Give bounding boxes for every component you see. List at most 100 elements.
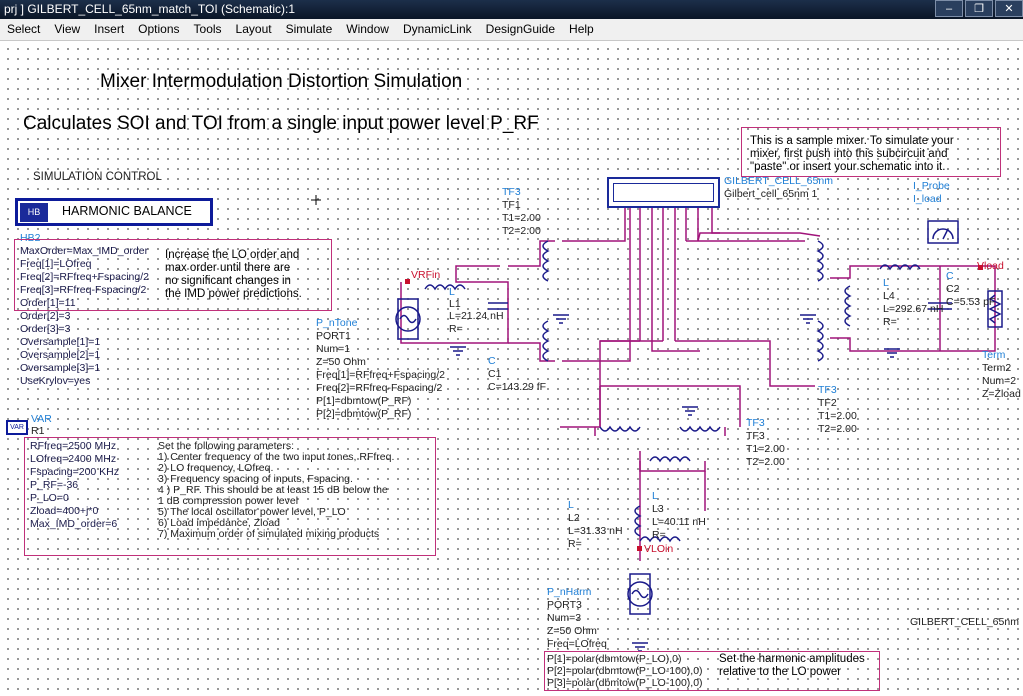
hb-param[interactable]: Oversample[3]=1 (20, 362, 101, 374)
port3-param[interactable]: Z=50 Ohm (547, 625, 597, 637)
l4-param[interactable]: L=292.67 nH (883, 303, 944, 315)
schematic-wiring (311, 195, 1003, 652)
hb-param[interactable]: Oversample[2]=1 (20, 349, 101, 361)
l1-param[interactable]: R= (449, 323, 463, 335)
hb-param[interactable]: Freq[3]=RFfreq-Fspacing/2 (20, 284, 147, 296)
l4-param[interactable]: R= (883, 316, 897, 328)
gilbert-cell-subcircuit[interactable] (607, 177, 720, 208)
schematic-canvas[interactable]: Mixer Intermodulation Distortion Simulat… (0, 41, 1023, 696)
menu-window[interactable]: Window (346, 22, 389, 36)
menu-view[interactable]: View (54, 22, 81, 36)
c1-param[interactable]: C=143.29 fF (488, 381, 547, 393)
close-button[interactable]: ✕ (995, 0, 1023, 17)
var-note: Set the following parameters: (158, 440, 294, 452)
minimize-button[interactable]: – (935, 0, 963, 17)
tf1-param[interactable]: T2=2.00 (502, 225, 541, 237)
c2-type: C (946, 270, 954, 282)
port1-param[interactable]: Freq[1]=RFfreq+Fspacing/2 (316, 369, 445, 381)
window-title: prj ] GILBERT_CELL_65nm_match_TOI (Schem… (4, 2, 296, 16)
var-param[interactable]: Fspacing=200 KHz (30, 466, 120, 478)
tf1-name: TF1 (502, 199, 521, 211)
port1-param[interactable]: Freq[2]=RFfreq-Fspacing/2 (316, 382, 443, 394)
port1-param[interactable]: Z=50 Ohm (316, 356, 366, 368)
hb-param[interactable]: MaxOrder=Max_IMD_order (20, 245, 149, 257)
hb-param[interactable]: Order[2]=3 (20, 310, 71, 322)
port3-param[interactable]: Num=3 (547, 612, 582, 624)
l1-param[interactable]: L=21.24 nH (449, 310, 504, 322)
tf3-param[interactable]: T1=2.00 (746, 443, 785, 455)
probe-name: I_load (913, 193, 942, 205)
hb-note: Increase the LO order and (165, 249, 300, 261)
port1-param[interactable]: P[1]=dbmtow(P_RF) (316, 395, 412, 407)
l3-type: L (652, 490, 658, 502)
window-title-bar[interactable]: prj ] GILBERT_CELL_65nm_match_TOI (Schem… (0, 0, 1023, 19)
tf1-param[interactable]: T1=2.00 (502, 212, 541, 224)
hb-note: no significant changes in (165, 275, 291, 287)
c2-param[interactable]: C=5.53 pF (946, 296, 996, 308)
harm-param[interactable]: P[1]=polar(dbmtow(P_LO),0) (547, 653, 682, 665)
tf2-param[interactable]: T2=2.00 (818, 423, 857, 435)
hb-param[interactable]: Freq[1]=LOfreq (20, 258, 92, 270)
port1-param[interactable]: P[2]=dbmtow(P_RF) (316, 408, 412, 420)
port3-param[interactable]: Freq=LOfreq (547, 638, 607, 650)
hb-param[interactable]: Order[3]=3 (20, 323, 71, 335)
mixer-type: GILBERT_CELL_65nm (724, 175, 833, 187)
var-note: 1) Center frequency of the two input ton… (158, 451, 395, 463)
vload-label: Vload (977, 260, 1004, 272)
hb-note: max order until there are (165, 262, 291, 274)
tf2-param[interactable]: T1=2.00 (818, 410, 857, 422)
menu-simulate[interactable]: Simulate (285, 22, 333, 36)
port1-param[interactable]: Num=1 (316, 343, 351, 355)
var-param[interactable]: P_RF=-36 (30, 479, 79, 491)
menu-dynamiclink[interactable]: DynamicLink (402, 22, 472, 36)
harm-note: Set the harmonic amplitudes (719, 653, 865, 665)
var-type: VAR (31, 413, 52, 425)
hb-param[interactable]: UseKrylov=yes (20, 375, 91, 387)
var-param[interactable]: RFfreq=2500 MHz (30, 440, 117, 452)
mixer-instance-name: Gilbert_cell_65nm 1 (724, 188, 818, 200)
l1-type: L (449, 286, 455, 298)
vrfin-label: VRFin (411, 269, 441, 281)
l4-name: L4 (883, 290, 895, 302)
menu-layout[interactable]: Layout (235, 22, 272, 36)
sample-note: mixer, first push into this subcircuit a… (750, 148, 948, 160)
l3-param[interactable]: R= (652, 529, 666, 541)
var-note: 7) Maximum order of simulated mixing pro… (158, 528, 380, 540)
port3-name: PORT3 (547, 599, 582, 611)
hb-param[interactable]: Oversample[1]=1 (20, 336, 101, 348)
menu-options[interactable]: Options (138, 22, 180, 36)
var-param[interactable]: LOfreq=2400 MHz (30, 453, 117, 465)
l4-type: L (883, 277, 889, 289)
tf3-param[interactable]: T2=2.00 (746, 456, 785, 468)
maximize-button[interactable]: ❐ (965, 0, 993, 17)
hb-note: the IMD power predictions. (165, 288, 302, 300)
menu-designguide[interactable]: DesignGuide (485, 22, 556, 36)
port3-type: P_nHarm (547, 586, 592, 598)
term2-name: Term2 (982, 362, 1012, 374)
tf2-type: TF3 (818, 384, 837, 396)
var-param[interactable]: P_LO=0 (30, 492, 69, 504)
l2-param[interactable]: L=31.33 nH (568, 525, 623, 537)
hb-param[interactable]: Freq[2]=RFfreq+Fspacing/2 (20, 271, 149, 283)
menu-select[interactable]: Select (7, 22, 41, 36)
harm-note: relative to the LO power (719, 666, 842, 678)
l2-param[interactable]: R= (568, 538, 582, 550)
var-note-box (24, 437, 436, 556)
menu-help[interactable]: Help (569, 22, 594, 36)
l1-name: L1 (449, 298, 461, 310)
tf3-type: TF3 (746, 417, 765, 429)
menu-bar: Select View Insert Options Tools Layout … (0, 19, 1023, 41)
harmonic-balance-controller[interactable]: HB HARMONIC BALANCE (15, 198, 213, 226)
menu-tools[interactable]: Tools (193, 22, 222, 36)
term2-param[interactable]: Num=2 (982, 375, 1017, 387)
hb-param[interactable]: Order[1]=11 (20, 297, 76, 309)
harm-param[interactable]: P[2]=polar(dbmtow(P_LO-100),0) (547, 665, 703, 677)
harm-param[interactable]: P[3]=polar(dbmtow(P_LO-100),0) (547, 677, 703, 689)
l3-param[interactable]: L=40.11 nH (652, 516, 706, 528)
var-param[interactable]: Zload=400+j*0 (30, 505, 99, 517)
port1-type: P_nTone (316, 317, 358, 329)
var-param[interactable]: Max_IMD_order=6 (30, 518, 118, 530)
var-eqn-icon[interactable]: VAR (6, 420, 28, 435)
menu-insert[interactable]: Insert (94, 22, 125, 36)
term2-param[interactable]: Z=Zload (982, 388, 1021, 400)
